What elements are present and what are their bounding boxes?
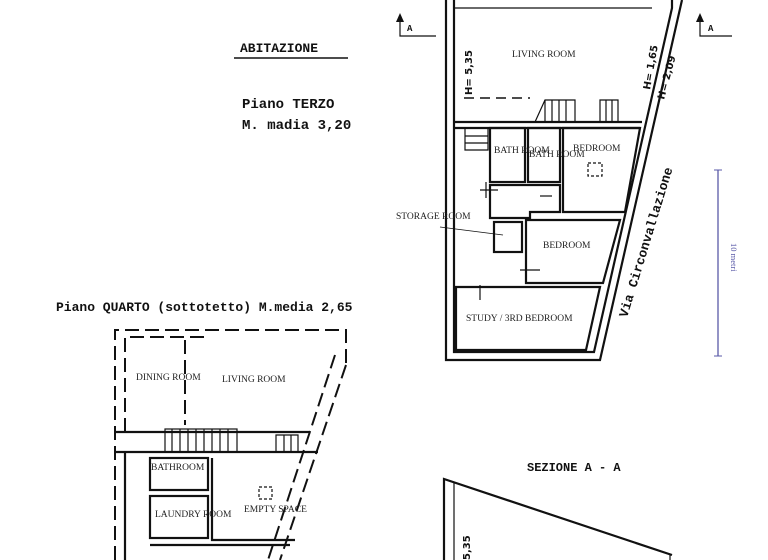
room-label-bedroom-2: BEDROOM	[543, 241, 591, 251]
third-floor-height: M. madia 3,20	[242, 118, 351, 134]
third-floor-name: Piano TERZO	[242, 97, 334, 113]
section-marker-right: A	[696, 13, 732, 37]
section-drawing	[442, 477, 673, 560]
storage-leader-line	[439, 226, 504, 236]
skylight-icon	[258, 486, 273, 500]
skylight-icon	[587, 162, 603, 177]
dimension-height-1: H= 5,35	[464, 50, 475, 95]
room-label-living-room: LIVING ROOM	[512, 50, 576, 60]
fourth-floor-name: Piano QUARTO (sottotetto) M.media 2,65	[56, 300, 353, 315]
street-label: Via Circonvallazione	[616, 165, 676, 319]
room-label-bath-room-1: BATH ROOM	[494, 146, 550, 156]
fourth-floor-plan	[114, 329, 347, 560]
svg-text:A: A	[708, 24, 714, 34]
third-floor-plan	[444, 0, 684, 362]
room-label-study: STUDY / 3RD BEDROOM	[466, 314, 573, 324]
room-label-laundry: LAUNDRY ROOM	[155, 510, 232, 520]
room-label-storage-room: STORAGE ROOM	[396, 212, 471, 222]
drawing-title: ABITAZIONE	[240, 41, 318, 56]
section-dimension: 5,35	[462, 535, 473, 560]
scale-bar-label: 10 metri	[729, 243, 739, 272]
room-label-bathroom: BATHROOM	[151, 463, 205, 473]
room-label-dining: DINING ROOM	[136, 373, 201, 383]
room-label-bath-room-2: BATH ROOM	[529, 150, 585, 160]
section-marker-left: A	[396, 13, 436, 37]
room-label-empty-space: EMPTY SPACE	[244, 505, 307, 515]
room-label-living-room-4: LIVING ROOM	[222, 375, 286, 385]
svg-text:A: A	[407, 24, 413, 34]
room-label-bedroom-1: BEDROOM	[573, 144, 621, 154]
section-title: SEZIONE A - A	[527, 461, 621, 475]
scale-bar: 10 metri	[714, 169, 739, 357]
